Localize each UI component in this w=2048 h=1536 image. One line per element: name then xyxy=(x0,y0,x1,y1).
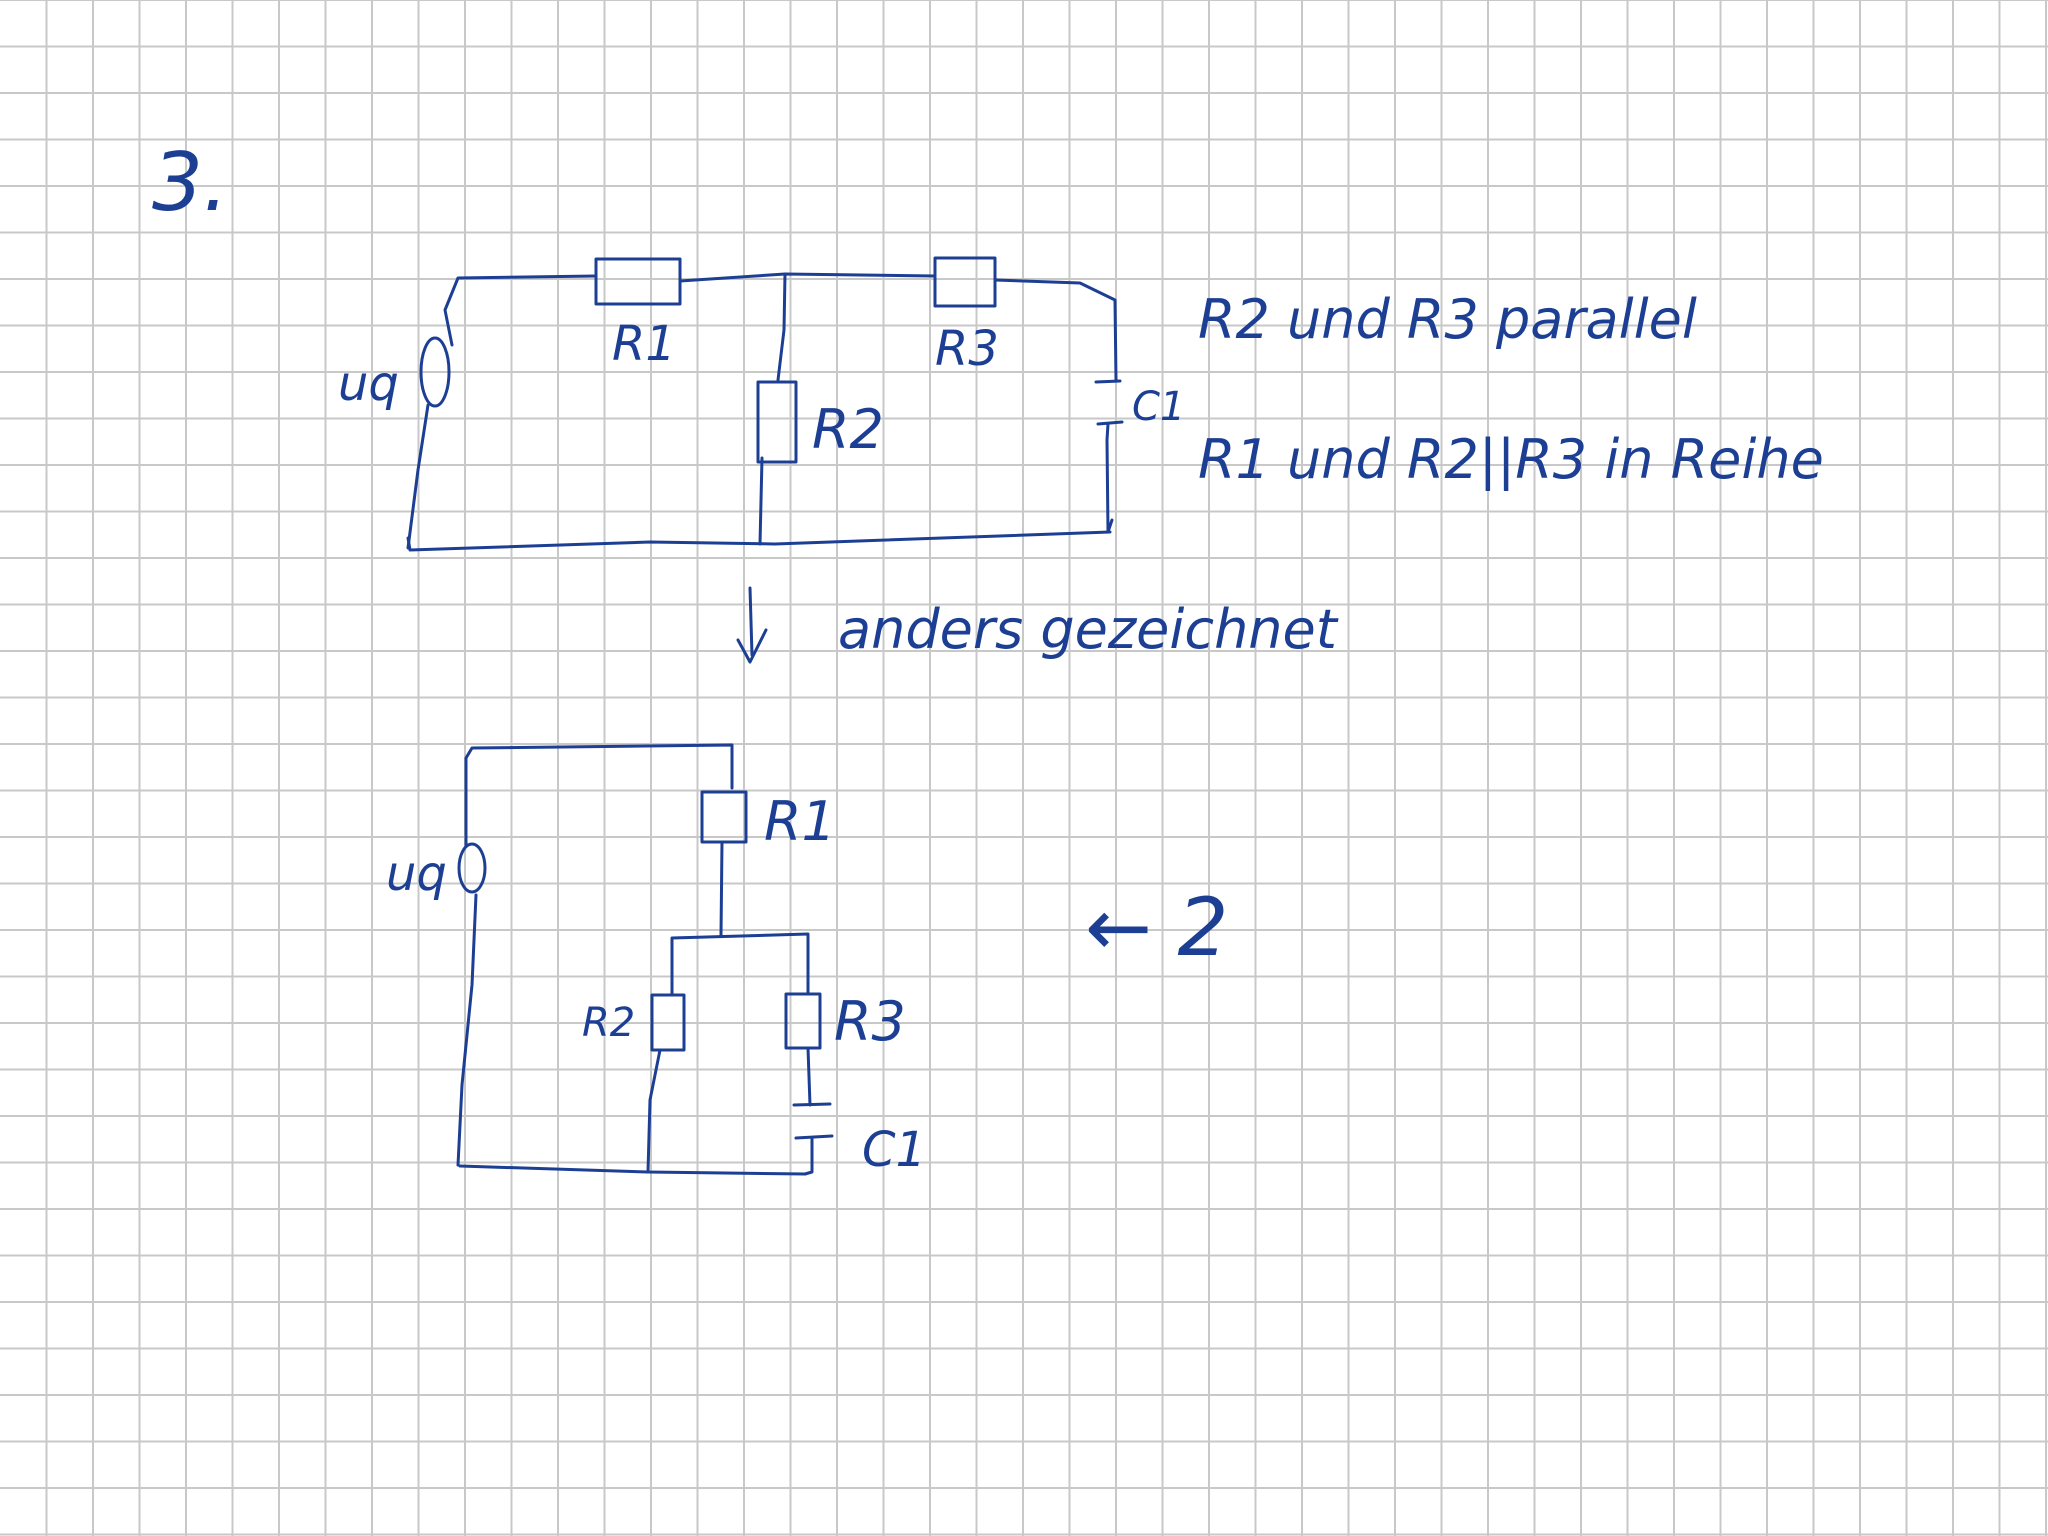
bottom-wire-bottom xyxy=(458,1164,807,1176)
bottom-r3-label: R3 xyxy=(834,990,906,1053)
circuit-top: uq R1 R2 R3 C1 xyxy=(338,256,1185,552)
bottom-wire-split xyxy=(670,932,810,997)
top-r1-label: R1 xyxy=(612,316,676,372)
top-resistor-r3 xyxy=(933,256,997,308)
top-capacitor-c1 xyxy=(1094,379,1124,442)
top-resistor-r1 xyxy=(594,257,682,306)
bottom-c1-label: C1 xyxy=(862,1122,926,1178)
top-wire-upper-left xyxy=(443,274,598,347)
top-wire-r2-branch-down xyxy=(758,456,764,546)
bottom-wire-c1-down xyxy=(803,1136,814,1176)
bottom-r1-label: R1 xyxy=(764,790,836,853)
top-wire-r2-branch-up xyxy=(776,272,787,382)
bottom-wire-r2-down xyxy=(646,1048,662,1174)
bottom-wire-r1-down xyxy=(719,840,724,937)
redraw-arrow-icon xyxy=(736,586,768,664)
top-resistor-r2 xyxy=(756,380,798,464)
bottom-wire-left-down xyxy=(456,893,478,1167)
top-wire-left-down xyxy=(406,403,430,550)
bottom-wire-top xyxy=(464,743,734,847)
bottom-resistor-r1 xyxy=(700,790,748,844)
bottom-r2-label: R2 xyxy=(582,1000,635,1046)
top-source-label: uq xyxy=(338,356,399,412)
note-series: R1 und R2||R3 in Reihe xyxy=(1198,428,1824,491)
problem-number: 3. xyxy=(152,136,228,229)
bottom-voltage-source-symbol xyxy=(457,842,487,894)
bottom-resistor-r2 xyxy=(650,993,686,1052)
top-r3-label: R3 xyxy=(935,321,999,377)
top-r2-label: R2 xyxy=(812,398,884,461)
note-parallel: R2 und R3 parallel xyxy=(1198,288,1697,351)
top-wire-c1-down xyxy=(1105,438,1114,534)
top-c1-label: C1 xyxy=(1132,384,1185,430)
bottom-wire-r3-to-c1 xyxy=(806,1046,812,1107)
side-note: ← 2 xyxy=(1085,881,1228,974)
bottom-resistor-r3 xyxy=(784,992,822,1050)
top-wire-r3-to-c1 xyxy=(993,278,1118,382)
redraw-caption: anders gezeichnet xyxy=(838,598,1339,661)
bottom-source-label: uq xyxy=(386,846,447,902)
bottom-capacitor-c1 xyxy=(792,1102,834,1140)
top-voltage-source-symbol xyxy=(419,336,451,408)
circuit-bottom: uq R1 R2 R3 C1 xyxy=(386,743,926,1178)
